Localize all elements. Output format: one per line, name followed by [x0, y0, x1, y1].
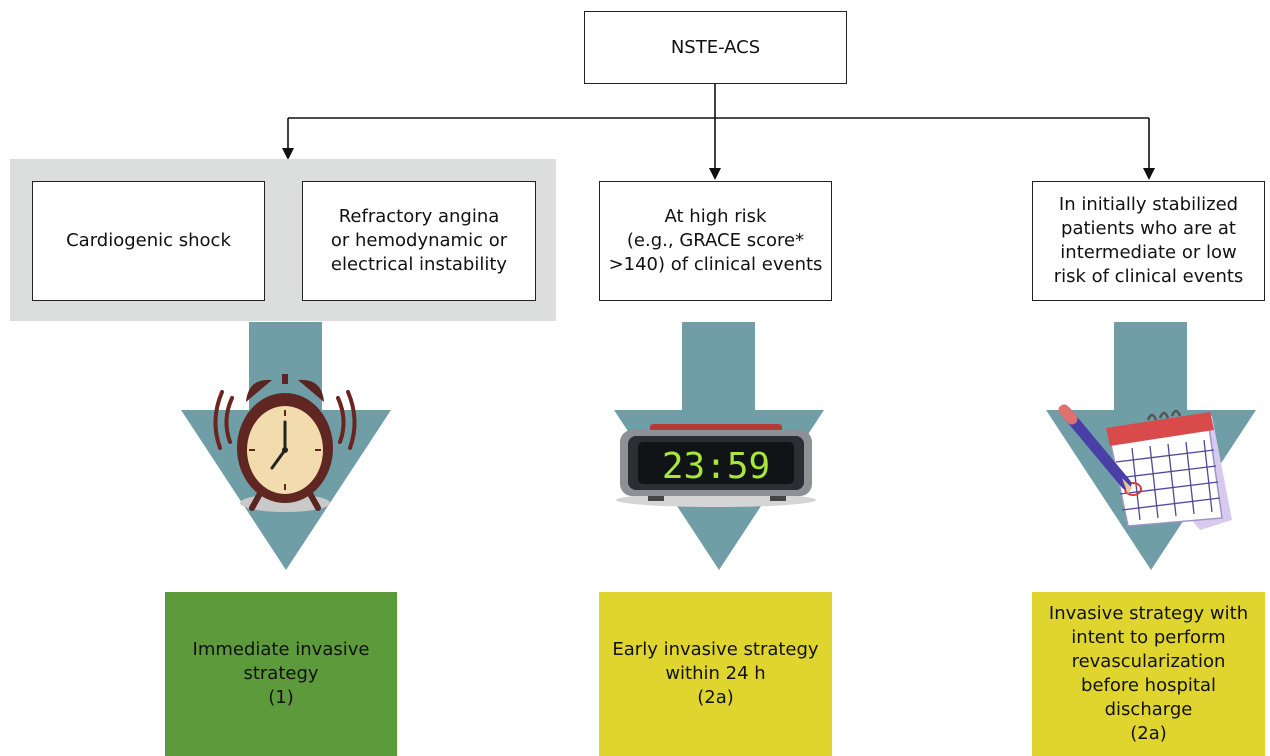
refractory-angina-box: Refractory angina or hemodynamic or elec…: [302, 181, 536, 301]
early-invasive-strategy-box: Early invasive strategy within 24 h (2a): [599, 592, 832, 756]
clock-digits: 23:59: [662, 446, 770, 487]
immediate-invasive-strategy-box: Immediate invasive strategy (1): [165, 592, 397, 756]
high-risk-box: At high risk (e.g., GRACE score* >140) o…: [599, 181, 832, 301]
invasive-before-discharge-box: Invasive strategy with intent to perform…: [1032, 592, 1265, 756]
nste-acs-node: NSTE-ACS: [584, 11, 847, 84]
cardiogenic-shock-box: Cardiogenic shock: [32, 181, 265, 301]
intermediate-low-risk-box: In initially stabilized patients who are…: [1032, 181, 1265, 301]
